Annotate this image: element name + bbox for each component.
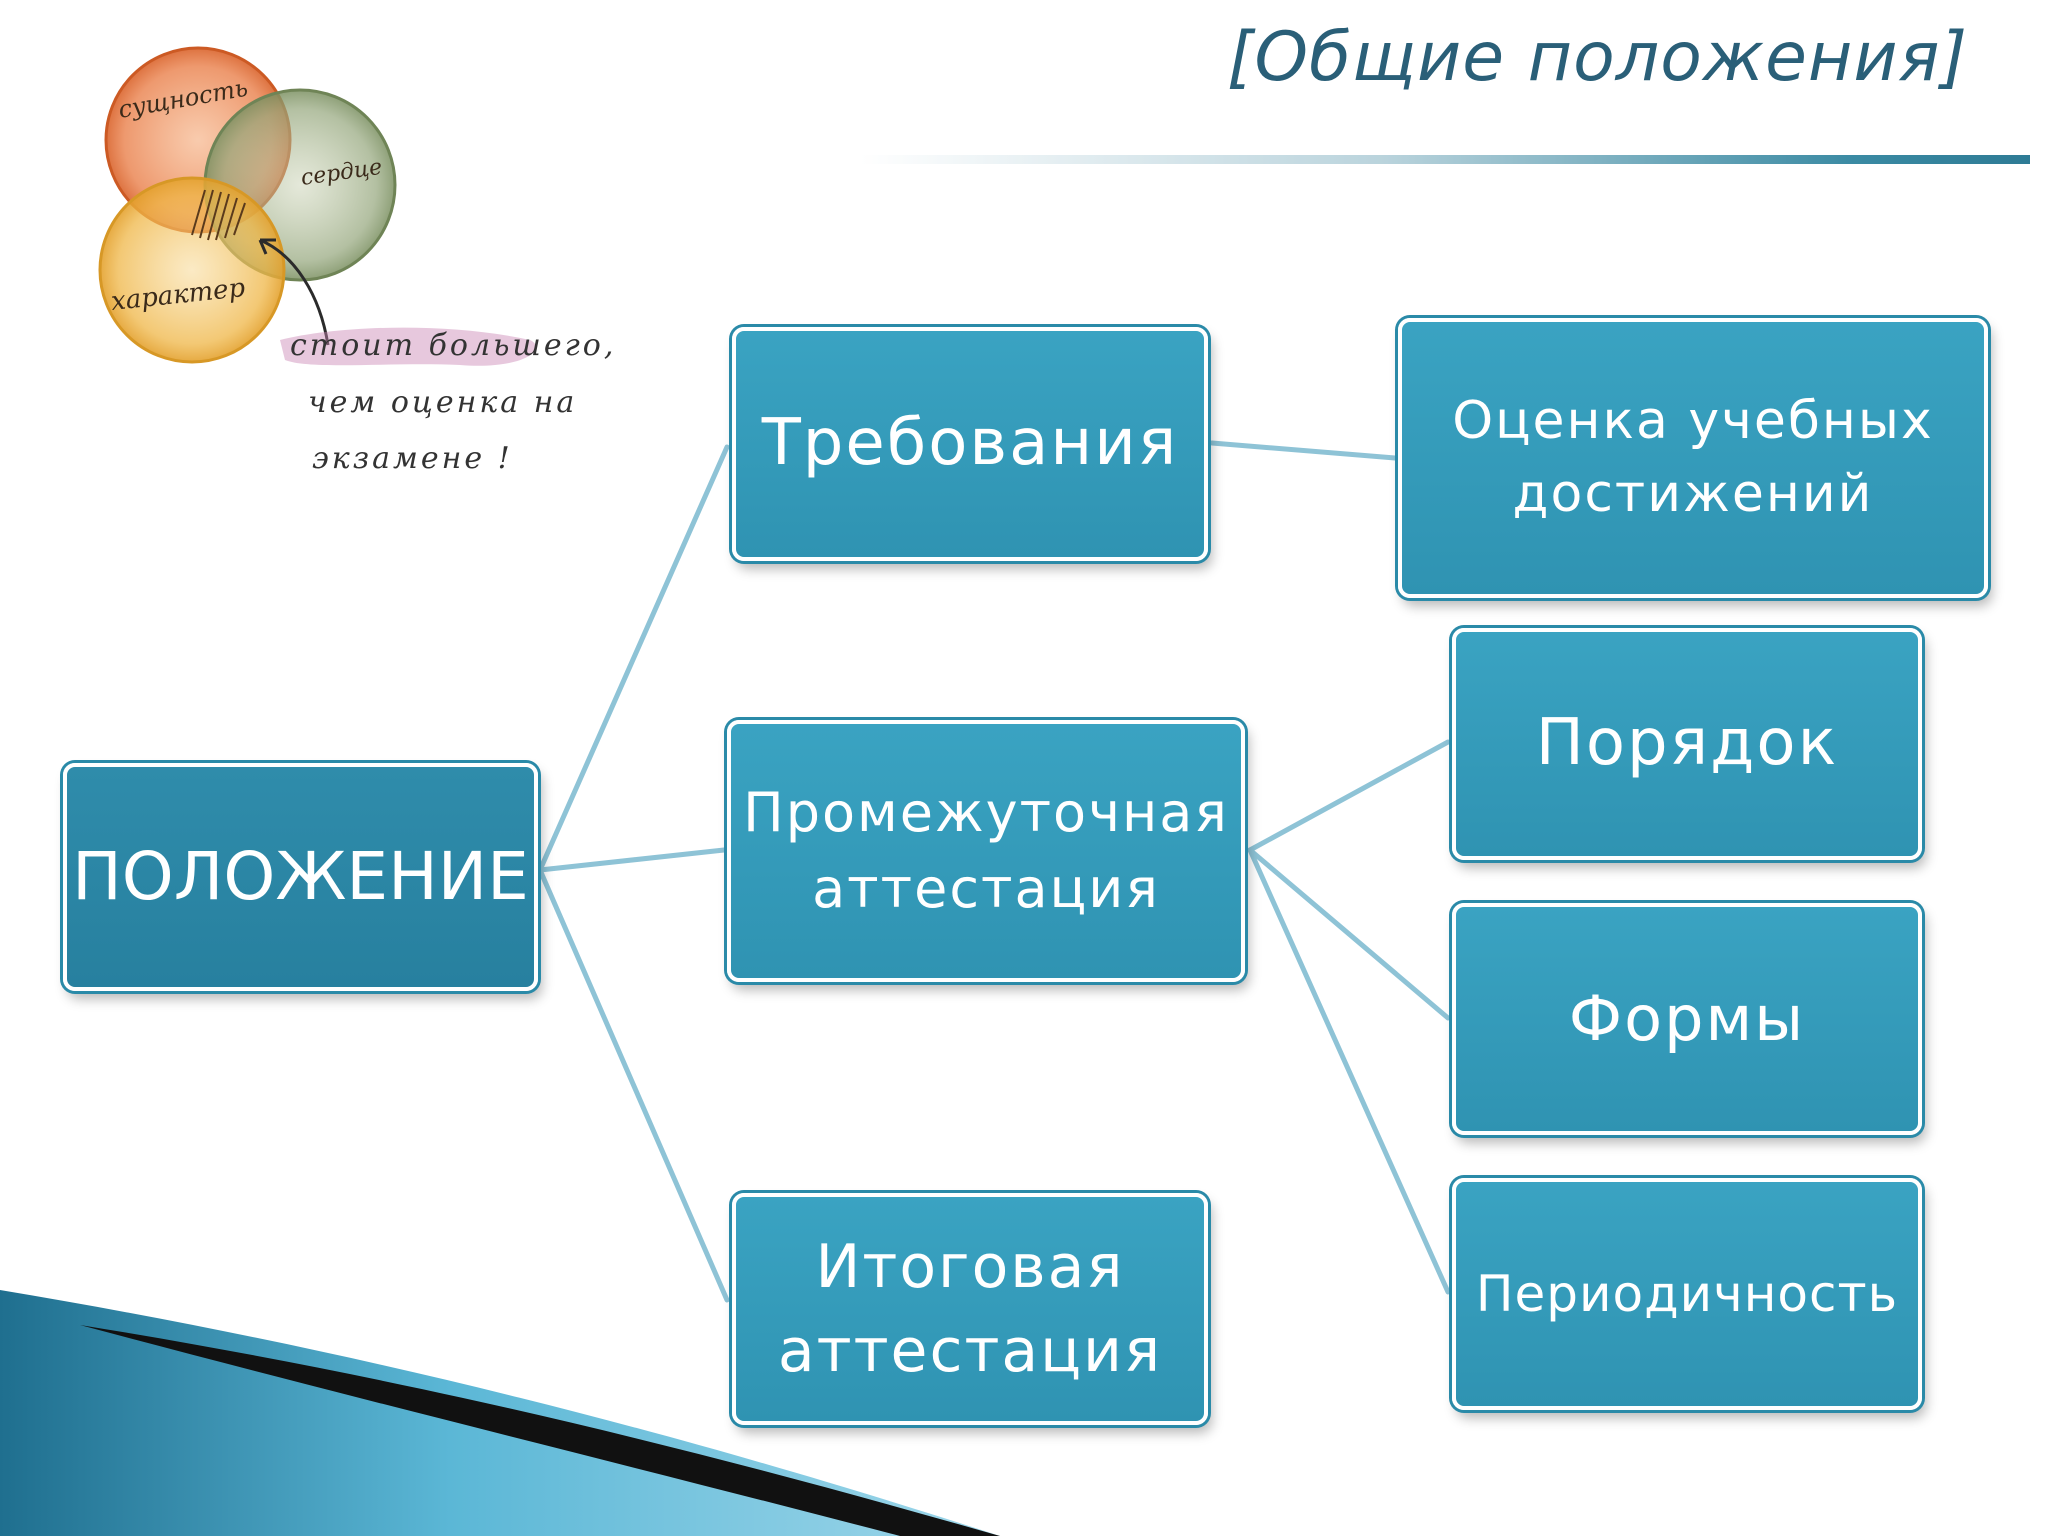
connector-requirements-assessment [1209, 440, 1398, 461]
node-final-text: Итоговая аттестация [778, 1225, 1162, 1393]
node-intermediate-label-line1: Промежуточная [743, 781, 1229, 845]
node-assessment: Оценка учебных достижений [1398, 318, 1988, 598]
note-line-1: стоит большего, [290, 328, 616, 363]
venn-doodle-illustration: сущность сердце характер стоит большего,… [98, 46, 616, 476]
connector-root-requirements [537, 444, 730, 873]
node-assessment-label-line2: достижений [1512, 464, 1874, 524]
node-assessment-label-line1: Оценка учебных [1452, 391, 1934, 452]
node-assessment-text: Оценка учебных достижений [1452, 385, 1934, 531]
note-highlight [280, 327, 537, 366]
node-forms-label: Формы [1568, 981, 1806, 1055]
node-intermediate-text: Промежуточная аттестация [743, 775, 1229, 926]
node-order-label: Порядок [1535, 706, 1839, 781]
node-final-label-line2: аттестация [777, 1316, 1163, 1386]
node-periodicity: Периодичность [1452, 1178, 1922, 1410]
connector-intermediate-order [1247, 739, 1451, 853]
connector-intermediate-periodicity [1247, 847, 1451, 1295]
note-line-3: экзамене ! [312, 441, 513, 476]
connector-intermediate-forms [1247, 847, 1451, 1021]
node-root: ПОЛОЖЕНИЕ [63, 763, 538, 991]
decorative-wave [0, 1290, 1000, 1536]
node-final: Итоговая аттестация [732, 1193, 1208, 1425]
venn-center-hatch [191, 189, 246, 241]
node-root-label: ПОЛОЖЕНИЕ [72, 837, 529, 915]
node-requirements: Требования [732, 327, 1208, 561]
connector-root-intermediate [537, 847, 727, 873]
slide-title: [Общие положения] [1227, 18, 1968, 97]
connector-root-final [537, 867, 730, 1303]
node-forms: Формы [1452, 903, 1922, 1135]
venn-arrow [259, 238, 330, 346]
node-intermediate: Промежуточная аттестация [727, 720, 1245, 982]
node-requirements-label: Требования [761, 406, 1179, 481]
title-underline [860, 155, 2030, 164]
node-final-label-line1: Итоговая [815, 1232, 1125, 1302]
node-periodicity-label: Периодичность [1475, 1265, 1899, 1323]
node-intermediate-label-line2: аттестация [812, 857, 1160, 920]
node-order: Порядок [1452, 628, 1922, 860]
venn-arrow-head [258, 238, 276, 255]
note-line-2: чем оценка на [308, 385, 577, 420]
